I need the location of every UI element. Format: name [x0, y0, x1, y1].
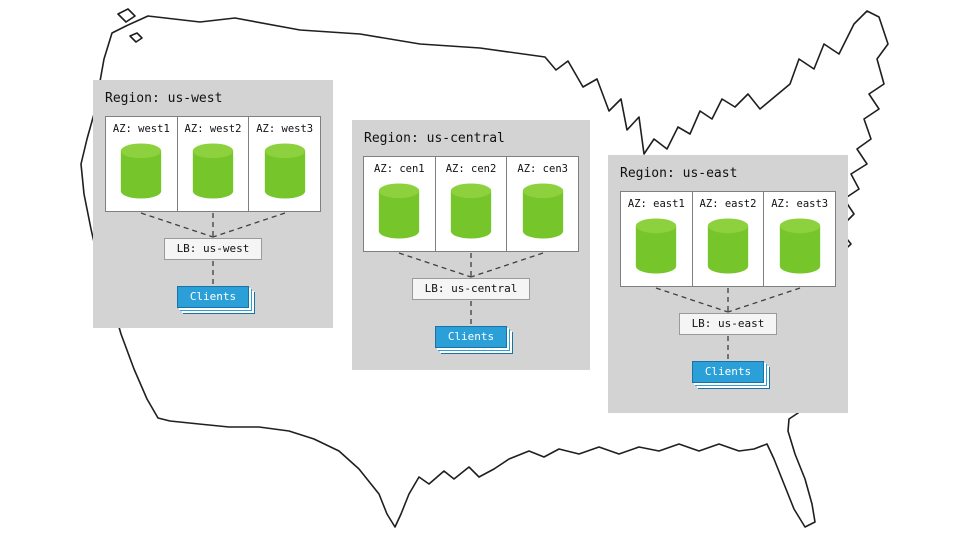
- us-map-island-2: [129, 32, 143, 43]
- clients-label: Clients: [704, 365, 752, 378]
- database-cylinder-icon: [779, 218, 820, 274]
- az-box: AZ: west1 AZ: west2 AZ: west3: [105, 116, 321, 212]
- region-panel-us-central: Region: us-central AZ: cen1 AZ: cen2 AZ:…: [352, 120, 590, 370]
- az-cell: AZ: cen2: [434, 157, 507, 251]
- load-balancer-box: LB: us-central: [411, 278, 531, 300]
- database-cylinder-icon: [450, 183, 492, 239]
- lb-to-clients-connector-line: [212, 261, 214, 285]
- load-balancer-label: LB: us-west: [176, 242, 250, 255]
- database-cylinder-icon: [192, 143, 234, 199]
- load-balancer-box: LB: us-west: [163, 238, 263, 260]
- region-title: Region: us-east: [620, 166, 738, 181]
- clients-box: Clients: [691, 361, 765, 383]
- region-title: Region: us-central: [364, 131, 505, 146]
- az-label: AZ: west2: [184, 123, 242, 135]
- database-cylinder-icon: [121, 143, 162, 199]
- region-title: Region: us-west: [105, 91, 223, 106]
- az-cell: AZ: west2: [176, 117, 249, 211]
- database-cylinder-icon: [636, 218, 677, 274]
- az-to-lb-connector-lines: [655, 287, 801, 313]
- az-label: AZ: east2: [699, 198, 757, 210]
- load-balancer-box: LB: us-east: [678, 313, 778, 335]
- az-box: AZ: cen1 AZ: cen2 AZ: cen3: [363, 156, 579, 252]
- az-cell: AZ: cen3: [506, 157, 578, 251]
- us-map-island-1: [117, 8, 136, 23]
- load-balancer-label: LB: us-east: [691, 317, 765, 330]
- az-label: AZ: cen1: [374, 163, 425, 175]
- az-label: AZ: west3: [256, 123, 314, 135]
- az-cell: AZ: west1: [106, 117, 177, 211]
- lb-to-clients-connector-line: [470, 301, 472, 325]
- database-cylinder-icon: [379, 183, 420, 239]
- az-label: AZ: cen3: [517, 163, 568, 175]
- az-label: AZ: east1: [627, 198, 685, 210]
- region-panel-us-east: Region: us-east AZ: east1 AZ: east2 AZ: …: [608, 155, 848, 413]
- database-cylinder-icon: [264, 143, 305, 199]
- region-panel-us-west: Region: us-west AZ: west1 AZ: west2 AZ: …: [93, 80, 333, 328]
- az-label: AZ: west1: [112, 123, 170, 135]
- clients-box: Clients: [176, 286, 250, 308]
- clients-label: Clients: [189, 290, 237, 303]
- az-to-lb-connector-lines: [398, 252, 544, 278]
- database-cylinder-icon: [707, 218, 749, 274]
- az-label: AZ: cen2: [445, 163, 497, 175]
- az-cell: AZ: cen1: [364, 157, 435, 251]
- az-to-lb-connector-lines: [140, 212, 286, 238]
- lb-to-clients-connector-line: [727, 336, 729, 360]
- az-label: AZ: east3: [771, 198, 829, 210]
- database-cylinder-icon: [522, 183, 563, 239]
- az-cell: AZ: east1: [621, 192, 692, 286]
- az-cell: AZ: east2: [691, 192, 764, 286]
- az-cell: AZ: east3: [763, 192, 835, 286]
- az-box: AZ: east1 AZ: east2 AZ: east3: [620, 191, 836, 287]
- clients-label: Clients: [447, 330, 495, 343]
- az-cell: AZ: west3: [248, 117, 320, 211]
- clients-box: Clients: [434, 326, 508, 348]
- load-balancer-label: LB: us-central: [424, 282, 518, 295]
